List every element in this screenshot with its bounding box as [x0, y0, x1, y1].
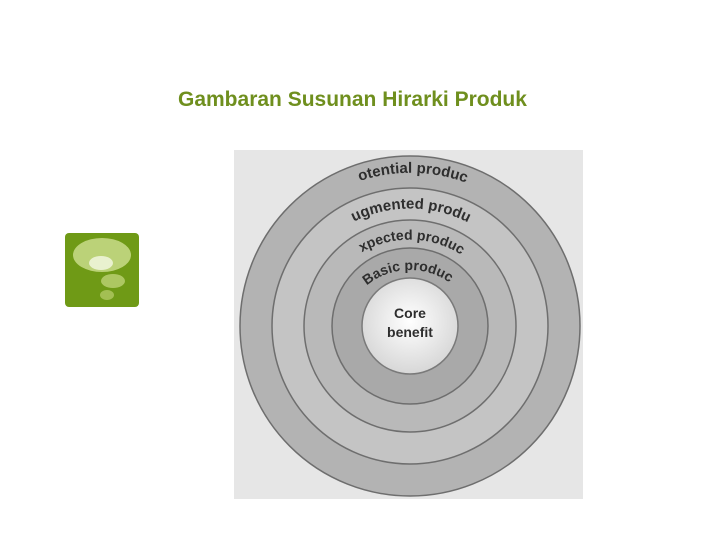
- core-label-line1: Core: [394, 305, 426, 321]
- logo-bubble-large: [73, 238, 131, 272]
- speech-bubbles-icon: [65, 233, 139, 307]
- logo-bubble-highlight: [89, 256, 113, 270]
- logo-bubble-medium: [101, 274, 125, 288]
- logo-bubble-small: [100, 290, 114, 300]
- layer-core-benefit: [361, 277, 459, 375]
- core-label-line2: benefit: [387, 324, 433, 340]
- slide-title: Gambaran Susunan Hirarki Produk: [178, 88, 527, 111]
- product-levels-diagram: Potential product Augmented product Expe…: [234, 150, 583, 499]
